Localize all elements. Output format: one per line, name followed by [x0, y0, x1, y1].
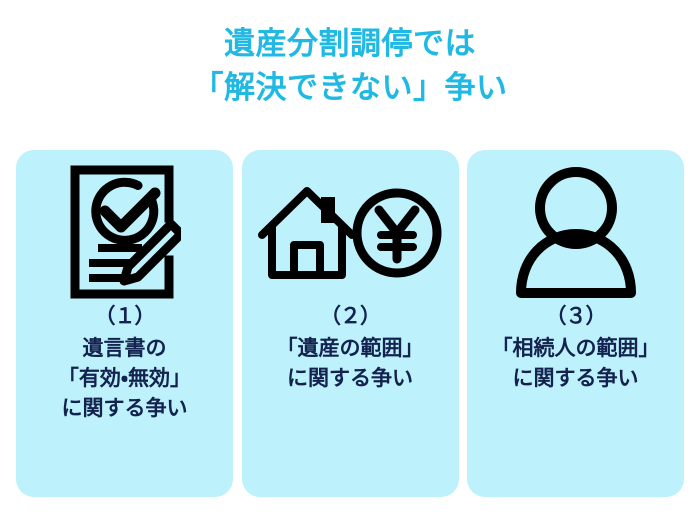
card-2-line-1: 「遺産の範囲」 — [276, 337, 424, 360]
card-1-line-3: に関する争い — [61, 397, 188, 420]
card-3-text: （３） 「相続人の範囲」 に関する争い — [467, 300, 684, 394]
title-line-1: 遺産分割調停では — [224, 26, 476, 61]
card-1-line-2: 「有効・無効」 — [57, 367, 192, 390]
card-1: （１） 遺言書の 「有効・無効」 に関する争い — [16, 150, 233, 497]
card-1-icon-wrap — [16, 150, 233, 300]
page-title: 遺産分割調停では 「解決できない」争い — [0, 22, 700, 110]
card-3-line-1: 「相続人の範囲」 — [491, 337, 660, 360]
card-3-number: （３） — [545, 305, 607, 328]
card-3: （３） 「相続人の範囲」 に関する争い — [467, 150, 684, 497]
card-1-number: （１） — [94, 305, 156, 328]
card-1-text: （１） 遺言書の 「有効・無効」 に関する争い — [16, 300, 233, 424]
card-1-line-1: 遺言書の — [82, 337, 167, 360]
cards-row: （１） 遺言書の 「有効・無効」 に関する争い — [16, 150, 684, 497]
card-2-number: （２） — [320, 305, 381, 328]
card-2-icon-wrap — [242, 150, 459, 300]
person-icon — [514, 165, 638, 299]
card-2: （２） 「遺産の範囲」 に関する争い — [241, 150, 459, 497]
title-line-2: 「解決できない」争い — [192, 70, 508, 105]
card-3-icon-wrap — [467, 150, 684, 300]
card-3-line-2: に関する争い — [512, 367, 639, 390]
house-yen-coin-icon — [257, 183, 443, 281]
card-2-text: （２） 「遺産の範囲」 に関する争い — [242, 300, 459, 394]
card-2-line-2: に関する争い — [287, 367, 413, 390]
document-check-pencil-icon — [69, 164, 181, 300]
